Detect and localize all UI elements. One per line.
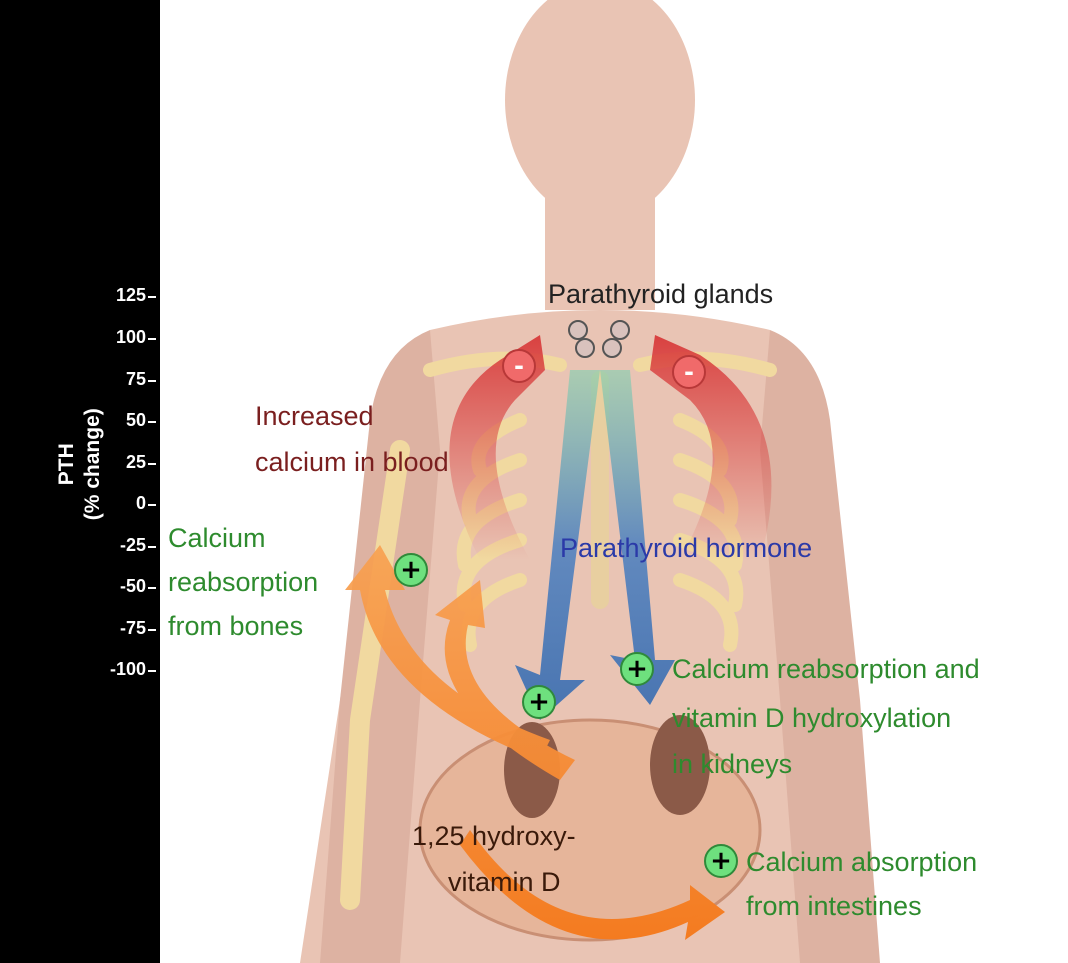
tick-mark bbox=[148, 587, 156, 589]
intestines-label-line2: from intestines bbox=[746, 890, 922, 922]
intestines-label-line1: Calcium absorption bbox=[746, 846, 977, 878]
tick-mark bbox=[148, 296, 156, 298]
kidneys-label-line2: vitamin D hydroxylation bbox=[672, 702, 951, 734]
tick-mark bbox=[148, 421, 156, 423]
tick-mark bbox=[148, 546, 156, 548]
increased-calcium-label-line1: Increased bbox=[255, 400, 374, 432]
tick-label: 100 bbox=[48, 327, 146, 348]
tick-mark bbox=[148, 504, 156, 506]
calcium-bones-label-line2: reabsorption bbox=[168, 566, 318, 598]
tick-mark bbox=[148, 338, 156, 340]
tick-mark bbox=[148, 463, 156, 465]
increased-calcium-label-line2: calcium in blood bbox=[255, 446, 449, 478]
vitamin-d-label-line2: vitamin D bbox=[448, 866, 561, 898]
kidneys-label-line3: in kidneys bbox=[672, 748, 792, 780]
calcium-bones-label-line3: from bones bbox=[168, 610, 303, 642]
minus-sign-right: - bbox=[672, 355, 706, 389]
tick-label: 125 bbox=[48, 285, 146, 306]
tick-label: 25 bbox=[48, 452, 146, 473]
tick-label: -25 bbox=[48, 535, 146, 556]
plus-sign-intestines: + bbox=[704, 844, 738, 878]
tick-mark bbox=[148, 380, 156, 382]
parathyroid-glands-label: Parathyroid glands bbox=[548, 278, 773, 310]
parathyroid-hormone-label: Parathyroid hormone bbox=[560, 532, 812, 564]
tick-label: -75 bbox=[48, 618, 146, 639]
calcium-bones-label-line1: Calcium bbox=[168, 522, 266, 554]
plus-sign-kidney-right: + bbox=[620, 652, 654, 686]
tick-label: 75 bbox=[48, 369, 146, 390]
tick-label: -50 bbox=[48, 576, 146, 597]
kidneys-label-line1: Calcium reabsorption and bbox=[672, 653, 980, 685]
vitamin-d-label-line1: 1,25 hydroxy- bbox=[412, 820, 576, 852]
tick-label: 0 bbox=[48, 493, 146, 514]
tick-label: 50 bbox=[48, 410, 146, 431]
minus-sign-left: - bbox=[502, 349, 536, 383]
tick-label: -100 bbox=[48, 659, 146, 680]
tick-mark bbox=[148, 629, 156, 631]
plus-sign-bones: + bbox=[394, 553, 428, 587]
tick-mark bbox=[148, 670, 156, 672]
plus-sign-kidney-left: + bbox=[522, 685, 556, 719]
